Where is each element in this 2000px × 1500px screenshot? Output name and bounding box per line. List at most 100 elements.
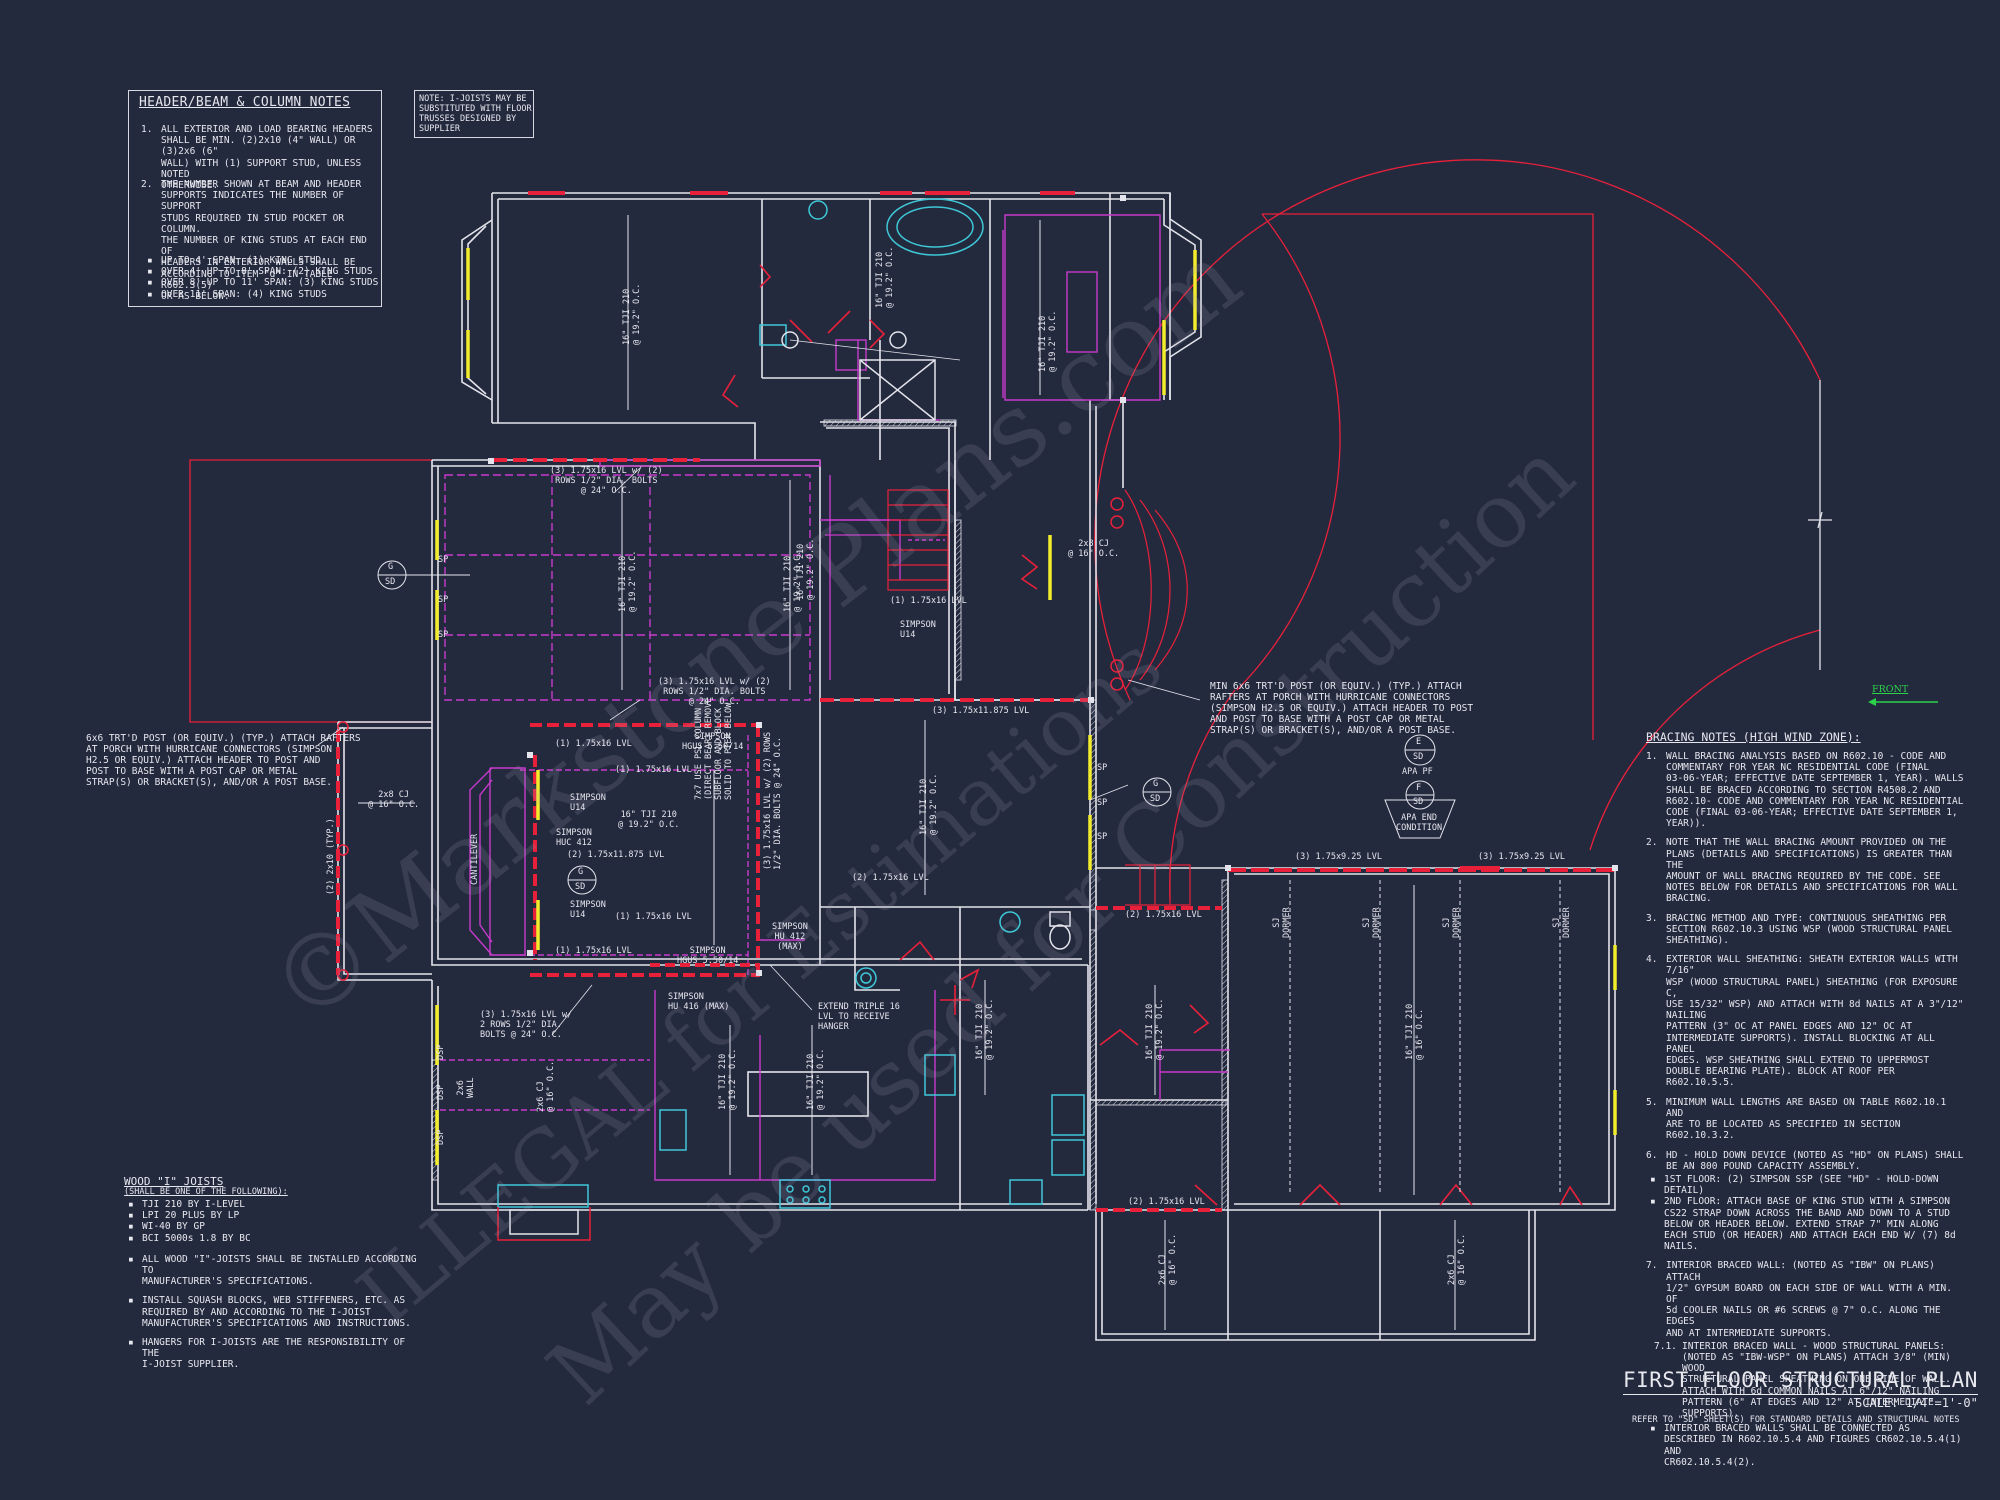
- dsp-label: DSP: [436, 1044, 446, 1060]
- wall-bracing-panels: [435, 248, 1617, 1165]
- tji-label: 16" TJI 210 @ 19.2" O.C.: [975, 998, 995, 1060]
- two-2x10-label: (2) 2x10 (TYP.): [326, 818, 336, 895]
- beam-label-top: (3) 1.75x16 LVL w/ (2) ROWS 1/2" DIA. BO…: [550, 466, 663, 496]
- king-stud-item: OVER 11' SPAN: (4) KING STUDS: [143, 289, 378, 300]
- leader-lines: [317, 339, 1201, 1036]
- lvl-label: (1) 1.75x16 LVL: [555, 946, 632, 956]
- simpson-u14-label-a: SIMPSON U14: [570, 793, 606, 813]
- dsp-label: DSP: [436, 1129, 446, 1145]
- ceiling-joist-2x6-label-c: 2x6 CJ @ 16" O.C.: [536, 1060, 556, 1112]
- wood-joists-subtitle: (SHALL BE ONE OF THE FOLLOWING):: [124, 1187, 288, 1197]
- king-stud-list: UP TO 4' SPAN: (1) KING STUD OVER 4' UP …: [143, 255, 378, 300]
- bracing-note-5: 5. MINIMUM WALL LENGTHS ARE BASED ON TAB…: [1646, 1097, 1966, 1142]
- door-swings: [721, 264, 1583, 1206]
- lvl-label-3-925-left: (3) 1.75x9.25 LVL: [1295, 852, 1382, 862]
- bracing-note-1-num: 1.: [1646, 751, 1658, 762]
- hold-down-bullets: 1ST FLOOR: (2) SIMPSON SSP (SEE "HD" - H…: [1646, 1174, 1966, 1252]
- tji-label: 16" TJI 210 @ 19.2" O.C.: [919, 773, 939, 835]
- joist-brand: LPI 20 PLUS BY LP: [124, 1210, 424, 1221]
- hold-down-bullet: 2ND FLOOR: ATTACH BASE OF KING STUD WITH…: [1646, 1196, 1966, 1252]
- extend-triple-lvl-note: EXTEND TRIPLE 16 LVL TO RECEIVE HANGER: [818, 1002, 900, 1032]
- ceiling-joist-2x6-label-b: 2x6 CJ @ 16" O.C.: [1447, 1233, 1467, 1285]
- ijoist-substitution-note: NOTE: I-JOISTS MAY BE SUBSTITUTED WITH F…: [419, 94, 532, 134]
- garage-door-swing-arcs: [1094, 159, 1832, 901]
- apa-end-condition-label: APA END CONDITION: [1396, 813, 1443, 833]
- ceiling-joist-2x8-label-b: 2x8 CJ @ 16" O.C.: [1068, 539, 1120, 559]
- bracing-note-7-1-text: INTERIOR BRACED WALL - WOOD STRUCTURAL P…: [1682, 1340, 1951, 1419]
- ijoist-substitution-note-box: NOTE: I-JOISTS MAY BE SUBSTITUTED WITH F…: [414, 90, 534, 138]
- tji-label: 16" TJI 210 @ 19.2" O.C.: [618, 550, 638, 612]
- wood-joists-title: WOOD "I" JOISTS: [124, 1175, 224, 1188]
- bracing-note-7-1: 7.1. INTERIOR BRACED WALL - WOOD STRUCTU…: [1654, 1341, 1966, 1419]
- lvl-label-2: (2) 1.75x16 LVL: [1128, 1197, 1205, 1207]
- bracing-note-4-text: EXTERIOR WALL SHEATHING: SHEATH EXTERIOR…: [1666, 954, 1964, 1089]
- king-stud-item: OVER 4' UP TO 8' SPAN: (2) KING STUDS: [143, 266, 378, 277]
- lvl-label-2: (2) 1.75x16 LVL: [1125, 910, 1202, 920]
- header-note-2-num: 2.: [141, 179, 153, 190]
- section-mark-g-sd: SD: [385, 577, 396, 587]
- bracing-note-5-text: MINIMUM WALL LENGTHS ARE BASED ON TABLE …: [1666, 1096, 1947, 1142]
- hold-down-bullet: 1ST FLOOR: (2) SIMPSON SSP (SEE "HD" - H…: [1646, 1174, 1966, 1196]
- bracing-note-6: 6. HD - HOLD DOWN DEVICE (NOTED AS "HD" …: [1646, 1150, 1966, 1172]
- front-arrow-icon: [1868, 692, 1938, 706]
- tji-label: 16" TJI 210 @ 19.2" O.C.: [622, 283, 642, 345]
- bracing-note-7: 7. INTERIOR BRACED WALL: (NOTED AS "IBW"…: [1646, 1260, 1966, 1338]
- lvl-label: (1) 1.75x16 LVL: [890, 596, 967, 606]
- joist-install-note: ALL WOOD "I"-JOISTS SHALL BE INSTALLED A…: [124, 1254, 424, 1288]
- cantilever-label: CANTILEVER: [470, 833, 480, 885]
- simpson-hu416-label: SIMPSON HU 416 (MAX): [668, 992, 730, 1012]
- sp-label: SP: [438, 630, 449, 640]
- braced-wall-connection-bullet: INTERIOR BRACED WALLS SHALL BE CONNECTED…: [1646, 1423, 1966, 1468]
- bracing-note-4: 4. EXTERIOR WALL SHEATHING: SHEATH EXTER…: [1646, 954, 1966, 1088]
- bracing-note-3-text: BRACING METHOD AND TYPE: CONTINUOUS SHEA…: [1666, 912, 1952, 947]
- bracing-note-7-1-num: 7.1.: [1654, 1340, 1677, 1352]
- dormer-label: SJ DORMER: [1362, 907, 1382, 938]
- joist-brand: TJI 210 BY I-LEVEL: [124, 1199, 424, 1210]
- porch-posts: [337, 497, 1124, 981]
- bracing-note-5-num: 5.: [1646, 1096, 1658, 1108]
- window-headers: [528, 191, 1500, 870]
- tji-label: 16" TJI 210 @ 19.2" O.C.: [806, 1048, 826, 1110]
- bracing-note-7-text: INTERIOR BRACED WALL: (NOTED AS "IBW" ON…: [1666, 1260, 1952, 1339]
- joist-layout: [440, 214, 1230, 1181]
- lvl-label: (1) 1.75x16 LVL: [615, 765, 692, 775]
- bracing-note-2-num: 2.: [1646, 837, 1658, 849]
- joist-brand: BCI 5000s 1.8 BY BC: [124, 1233, 424, 1244]
- section-mark-e: E: [1416, 737, 1422, 747]
- bracing-note-6-num: 6.: [1646, 1149, 1658, 1161]
- sp-label: SP: [1097, 763, 1108, 773]
- sp-label: SP: [1097, 832, 1108, 842]
- section-mark-e-sd: SD: [1413, 752, 1424, 762]
- tji-label: 16" TJI 210 @ 19.2" O.C.: [796, 538, 816, 600]
- king-stud-item: OVER 8' UP TO 11' SPAN: (3) KING STUDS: [143, 277, 378, 288]
- sheet-title: FIRST FLOOR STRUCTURAL PLAN: [1623, 1368, 1978, 1395]
- bracing-notes-title: BRACING NOTES (HIGH WIND ZONE):: [1646, 730, 1861, 744]
- dormer-label: SJ DORMER: [1272, 907, 1292, 938]
- section-mark-g: G: [1153, 779, 1159, 789]
- sheet-reference-note: REFER TO "SD" SHEET(S) FOR STANDARD DETA…: [1632, 1415, 1960, 1425]
- bracing-note-2-text: NOTE THAT THE WALL BRACING AMOUNT PROVID…: [1666, 837, 1958, 905]
- simpson-huc412-label: SIMPSON HUC 412: [556, 828, 592, 848]
- bracing-note-1: 1. WALL BRACING ANALYSIS BASED ON R602.1…: [1646, 751, 1966, 829]
- joist-install-note: INSTALL SQUASH BLOCKS, WEB STIFFENERS, E…: [124, 1295, 424, 1329]
- joist-brand-list: TJI 210 BY I-LEVEL LPI 20 PLUS BY LP WI-…: [124, 1199, 424, 1244]
- header-note-1-text: ALL EXTERIOR AND LOAD BEARING HEADERS SH…: [161, 124, 373, 192]
- lvl-label-3-11875: (3) 1.75x11.875 LVL: [932, 706, 1030, 716]
- porch-post-note-right: MIN 6x6 TRT'D POST (OR EQUIV.) (TYP.) AT…: [1210, 681, 1474, 736]
- bracing-note-1-text: WALL BRACING ANALYSIS BASED ON R602.10 -…: [1666, 751, 1964, 830]
- ceiling-joist-2x6-label: 2x6 CJ @ 16" O.C.: [1158, 1233, 1178, 1285]
- apa-pf-label: APA PF: [1402, 767, 1433, 777]
- header-note-1: 1. ALL EXTERIOR AND LOAD BEARING HEADERS…: [141, 124, 379, 191]
- porch-post-note-left: 6x6 TRT'D POST (OR EQUIV.) (TYP.) ATTACH…: [86, 733, 361, 788]
- dormer-label: SJ DORMER: [1552, 907, 1572, 938]
- post-markers: [488, 195, 1618, 976]
- hatched-walls: [431, 419, 1229, 1211]
- bracing-note-2: 2. NOTE THAT THE WALL BRACING AMOUNT PRO…: [1646, 837, 1966, 904]
- lvl-rows-vertical-label: (3) 1.75x16 LVL w/ (2) ROWS 1/2" DIA. BO…: [763, 731, 783, 870]
- dormer-lines: [1289, 880, 1561, 1195]
- simpson-hgus-label-b: SIMPSON HGUS 5.50/14: [677, 946, 739, 966]
- tji-label-top: 16" TJI 210 @ 19.2" O.C.: [618, 810, 680, 830]
- dormer-label: SJ DORMER: [1442, 907, 1462, 938]
- bracing-note-6-text: HD - HOLD DOWN DEVICE (NOTED AS "HD" ON …: [1666, 1149, 1964, 1172]
- simpson-hu412-label: SIMPSON HU 412 (MAX): [772, 922, 808, 952]
